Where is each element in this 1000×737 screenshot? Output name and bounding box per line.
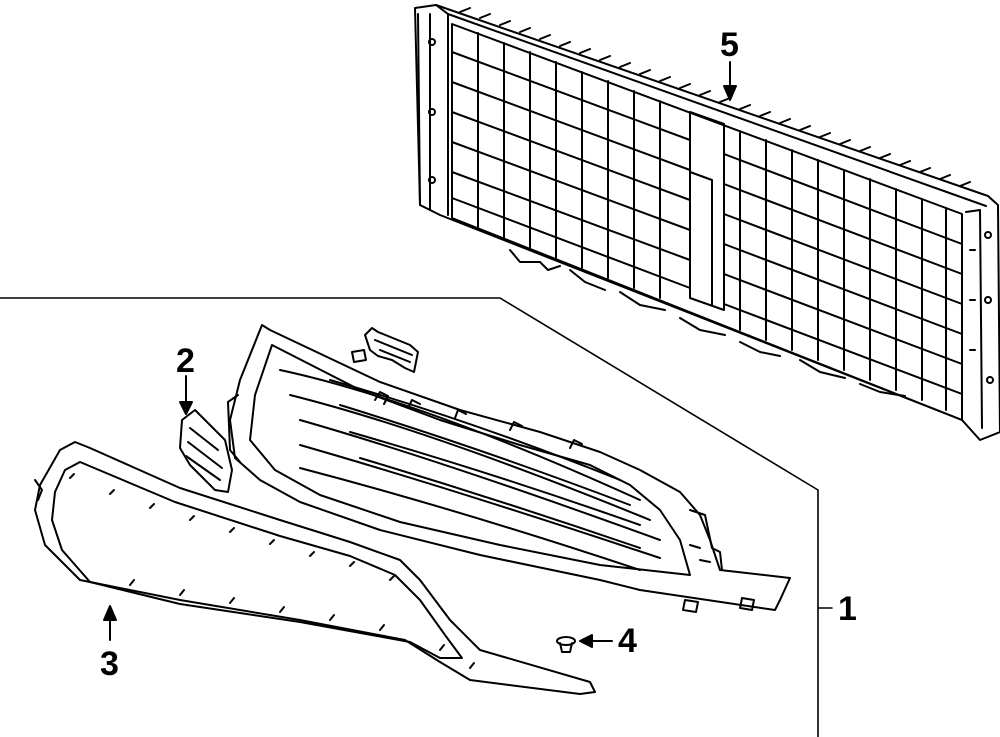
shutter-mount-hole [986, 376, 994, 384]
molding-inner [51, 461, 463, 659]
shutter-bottom-tabs [509, 249, 906, 397]
grille-slat [299, 444, 661, 559]
shutter-mount-hole [984, 231, 992, 239]
grille-slat [279, 369, 641, 501]
callout-4-arrowhead [579, 634, 593, 648]
clip-body [364, 327, 419, 373]
shutter-grid-left-vertical [477, 32, 661, 299]
grille-assembly [227, 324, 791, 613]
clip-fastener [351, 349, 367, 363]
callout-label-5: 5 [720, 26, 739, 64]
fastener-part-4 [556, 636, 576, 653]
bracket-ribs [185, 427, 223, 481]
clip-ridges [374, 339, 413, 363]
callout-label-4: 4 [618, 622, 637, 660]
shutter-top-strip [435, 4, 987, 216]
shutter-top-ribs [459, 7, 971, 187]
grille-slat [289, 394, 651, 521]
grille-left-edge [227, 394, 241, 463]
molding-outer [34, 441, 596, 695]
molding-end-tab [34, 479, 43, 501]
shutter-grid-right-horizontal [723, 153, 963, 395]
shutter-mount-hole [428, 38, 436, 46]
upper-retainer-clip [351, 327, 419, 373]
shutter-inner-border [451, 23, 963, 421]
shutter-center-divider [689, 111, 725, 311]
bracket-part-2 [179, 409, 233, 493]
grille-slat [299, 467, 641, 571]
shutter-grid-right-vertical [739, 130, 947, 411]
shutter-mount-hole [984, 296, 992, 304]
fastener-shank [559, 642, 573, 653]
molding-part-3 [34, 441, 596, 695]
shutter-mount-hole [428, 176, 436, 184]
callout-label-3: 3 [100, 645, 119, 683]
bracket-body [179, 409, 233, 493]
fastener-head [556, 636, 576, 646]
callout-5-arrowhead [723, 85, 737, 101]
grille-slat [299, 419, 661, 541]
grille-lower-tabs [682, 597, 755, 613]
callout-3-arrowhead [103, 605, 117, 621]
shutter-mount-hole [428, 108, 436, 116]
grille-right-bracket [689, 509, 723, 571]
callout-2-arrowhead [179, 401, 193, 415]
grille-top-clips [374, 391, 583, 449]
molding-clip-tabs [69, 473, 475, 669]
shutter-grid-left-horizontal [451, 51, 691, 289]
callout-label-2: 2 [176, 342, 195, 380]
grille-slat-inner [329, 379, 641, 549]
assembly-bracket-part-1 [0, 297, 819, 737]
shutter-right-flange [965, 209, 983, 429]
grille-outer-surround [229, 324, 791, 611]
callout-label-1: 1 [838, 590, 857, 628]
shutter-assembly-part-5 [414, 4, 1000, 441]
